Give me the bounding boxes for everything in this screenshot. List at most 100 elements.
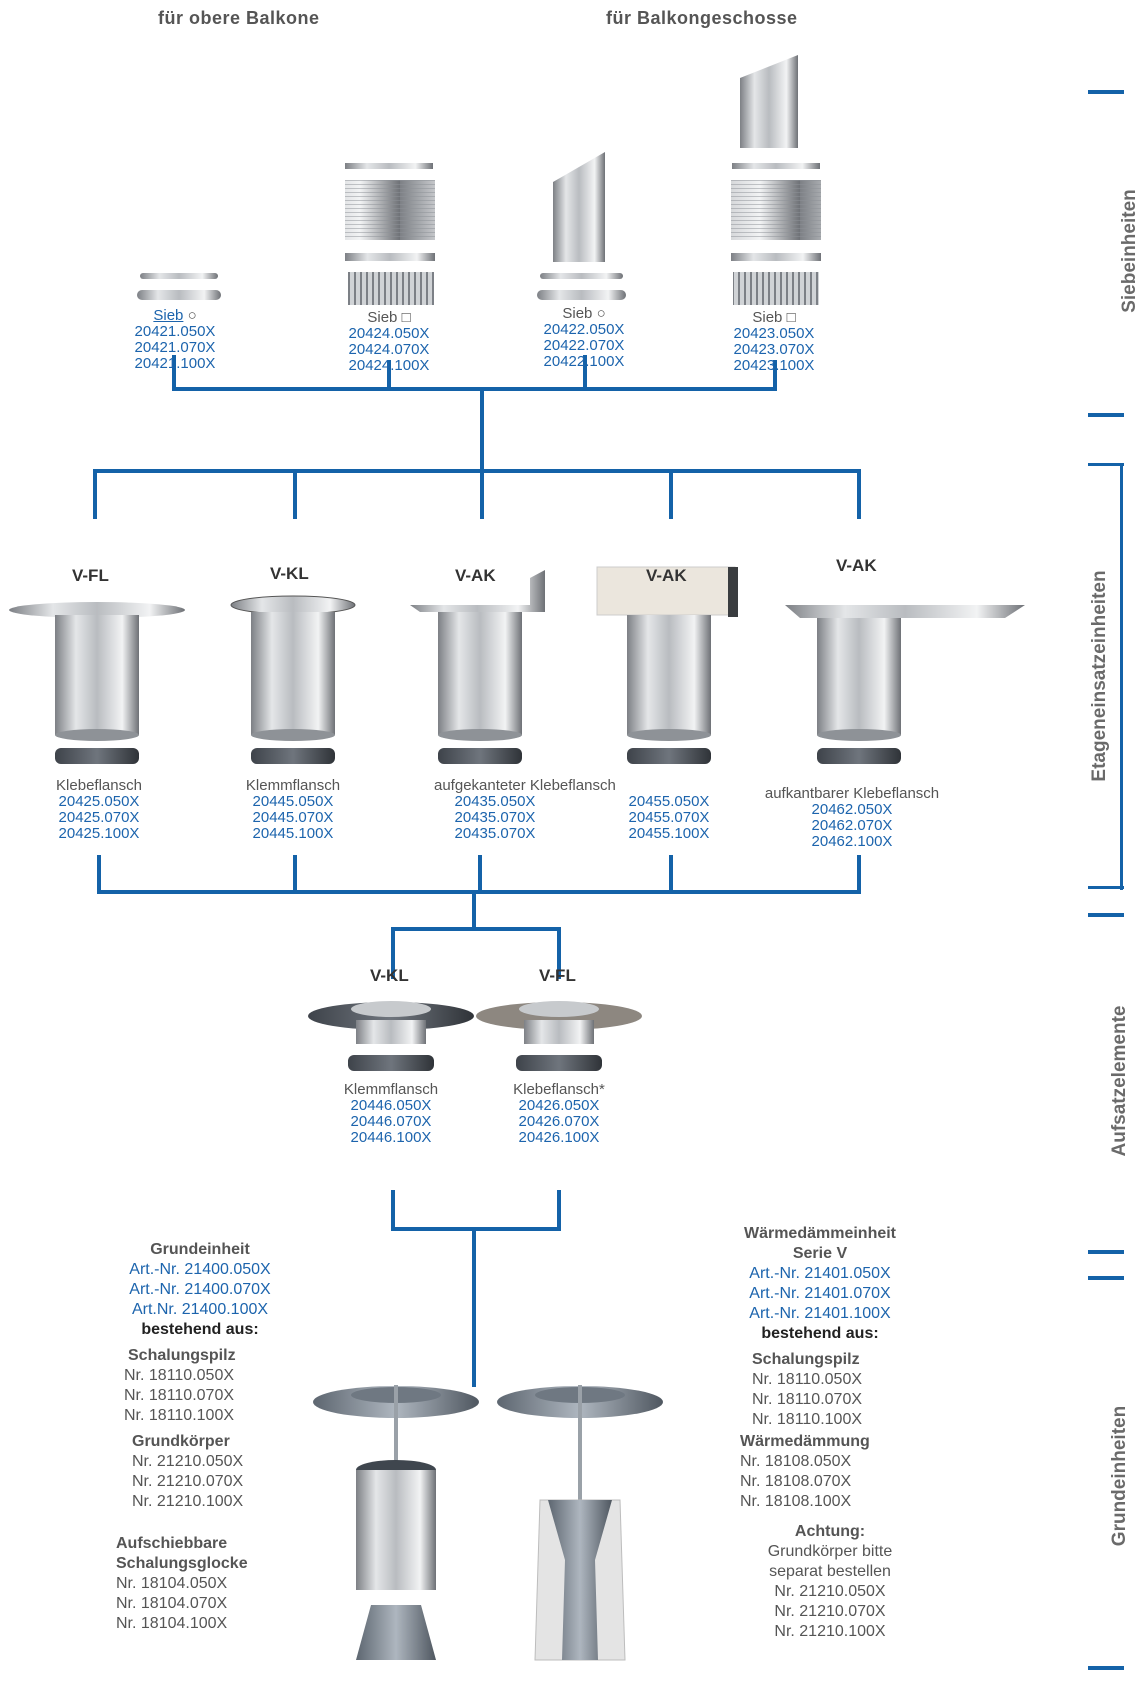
square-shape-icon: □ — [786, 309, 796, 326]
side-label-siebeinheiten: Siebeinheiten — [1119, 189, 1136, 313]
grundeinheit-art: Art.-Nr. 21400.050X — [129, 1261, 271, 1278]
aufsatz-1-name: Klemmflansch — [343, 1081, 439, 1098]
header-upper-balconies: für obere Balkone — [158, 8, 320, 28]
grund-part-nr: Nr. 18110.070X — [124, 1387, 235, 1404]
etage-3-illustration — [410, 570, 545, 764]
etage-1-model: V-FL — [72, 566, 109, 585]
etage-4-code: 20455.050X — [628, 793, 710, 810]
side-label-etageneinsatzeinheiten: Etageneinsatzeinheiten — [1089, 570, 1110, 782]
etage-2-model: V-KL — [270, 564, 309, 583]
grundeinheit-block: Grundeinheit Art.-Nr. 21400.050X Art.-Nr… — [100, 1240, 300, 1340]
etage-3-code: 20435.070X — [454, 825, 536, 842]
etage-3-code: 20435.050X — [454, 793, 536, 810]
waerme-bestehend: bestehend aus: — [761, 1325, 879, 1342]
aufsatz-1-codes: Klemmflansch 20446.050X 20446.070X 20446… — [328, 1082, 454, 1146]
waerme-art: Art.-Nr. 21401.050X — [749, 1265, 891, 1282]
waerme-note-line: Nr. 21210.050X — [774, 1583, 886, 1600]
sieb-2-codes: Sieb □ 20424.050X 20424.070X 20424.100X — [326, 310, 452, 374]
etage-2-code: 20445.100X — [252, 825, 334, 842]
waerme-part-name: Wärmedämmung — [740, 1433, 870, 1450]
grund-part-nr: Nr. 18104.050X — [116, 1575, 228, 1592]
connector — [480, 469, 484, 519]
connector — [669, 855, 673, 893]
etage-1-code: 20425.050X — [58, 793, 140, 810]
connector — [93, 469, 97, 519]
grund-part-name: Aufschiebbare — [116, 1535, 228, 1552]
etage-5-code: 20462.070X — [811, 817, 893, 834]
waerme-part-nr: Nr. 18108.070X — [740, 1473, 852, 1490]
waerme-part-nr: Nr. 18110.050X — [752, 1371, 863, 1388]
waerme-part-nr: Nr. 18110.070X — [752, 1391, 863, 1408]
grund-part-name: Grundkörper — [132, 1433, 230, 1450]
aufsatz-2-model: V-FL — [539, 966, 576, 985]
sieb-4-codes: Sieb □ 20423.050X 20423.070X 20423.100X — [711, 310, 837, 374]
etage-3-codes: 20435.050X 20435.070X 20435.070X — [432, 794, 558, 842]
connector — [472, 890, 476, 930]
etage-1-code: 20425.070X — [58, 809, 140, 826]
connector — [773, 360, 777, 390]
etage-5-codes: aufkantbarer Klebeflansch 20462.050X 204… — [736, 786, 968, 850]
connector — [391, 927, 561, 931]
aufsatz-2-name: Klebeflansch* — [513, 1081, 605, 1098]
waerme-part-1: Schalungspilz Nr. 18110.050X Nr. 18110.0… — [752, 1350, 902, 1430]
waerme-note-line: Nr. 21210.070X — [774, 1603, 886, 1620]
sieb-4-code: 20423.050X — [733, 325, 815, 342]
grund-part-nr: Nr. 18110.100X — [124, 1407, 235, 1424]
aufsatz-2-code: 20426.070X — [518, 1113, 600, 1130]
etage-3-code: 20435.070X — [454, 809, 536, 826]
grundeinheit-title: Grundeinheit — [150, 1241, 250, 1258]
sieb-1-code: 20421.100X — [134, 355, 216, 372]
etage-1-illustration — [9, 602, 185, 764]
grund-part-nr: Nr. 21210.100X — [132, 1493, 244, 1510]
connector-lines — [93, 355, 861, 1387]
connector — [480, 387, 484, 472]
header-balcony-floors: für Balkongeschosse — [606, 8, 798, 28]
waermedaemmeinheit-illustration — [497, 1385, 663, 1661]
circle-shape-icon: ○ — [187, 307, 197, 324]
sieb-2-code: 20424.050X — [348, 325, 430, 342]
grundeinheit-illustration — [313, 1385, 479, 1660]
aufsatz-2-codes: Klebeflansch* 20426.050X 20426.070X 2042… — [496, 1082, 622, 1146]
sieb-1-code: 20421.070X — [134, 339, 216, 356]
etage-2-code: 20445.050X — [252, 793, 334, 810]
etage-4-codes: 20455.050X 20455.070X 20455.100X — [606, 794, 732, 842]
etage-4-illustration — [596, 566, 738, 764]
waerme-part-name: Schalungspilz — [752, 1351, 860, 1368]
sieb-4-code: 20423.100X — [733, 357, 815, 374]
connector — [93, 469, 860, 473]
waerme-art: Art.-Nr. 21401.070X — [749, 1285, 891, 1302]
grund-part-nr: Nr. 18110.050X — [124, 1367, 235, 1384]
connector — [97, 855, 101, 893]
grund-part-nr: Nr. 21210.070X — [132, 1473, 244, 1490]
etage-5-name: aufkantbarer Klebeflansch — [764, 785, 940, 802]
sieb-1-illustration — [137, 273, 221, 300]
etage-1-code: 20425.100X — [58, 825, 140, 842]
sieb-4-illustration — [731, 55, 821, 305]
etage-4-model: V-AK — [646, 566, 687, 585]
etage-4-code: 20455.070X — [628, 809, 710, 826]
square-shape-icon: □ — [401, 309, 411, 326]
waerme-note-line: separat bestellen — [769, 1563, 891, 1580]
sieb-3-code: 20422.050X — [543, 321, 625, 338]
grund-part-nr: Nr. 21210.050X — [132, 1453, 244, 1470]
sieb-4-code: 20423.070X — [733, 341, 815, 358]
waerme-title: Wärmedämmeinheit — [743, 1225, 897, 1242]
etage-2-codes: Klemmflansch 20445.050X 20445.070X 20445… — [230, 778, 356, 842]
aufsatz-2-illustration — [476, 1001, 642, 1071]
side-label-grundeinheiten: Grundeinheiten — [1109, 1405, 1130, 1547]
grund-part-3: Aufschiebbare Schalungsglocke Nr. 18104.… — [116, 1534, 296, 1634]
side-label-aufsatzelemente: Aufsatzelemente — [1109, 1005, 1130, 1157]
sieb-1-link[interactable]: Sieb — [153, 307, 184, 324]
waerme-part-nr: Nr. 18110.100X — [752, 1411, 863, 1428]
aufsatz-1-code: 20446.070X — [350, 1113, 432, 1130]
connector — [391, 927, 395, 979]
connector — [857, 855, 861, 893]
etage-5-code: 20462.100X — [811, 833, 893, 850]
connector — [478, 855, 482, 893]
waerme-subtitle: Serie V — [792, 1245, 848, 1262]
waerme-note-line: Nr. 21210.100X — [774, 1623, 886, 1640]
connector — [97, 890, 861, 894]
aufsatz-1-model: V-KL — [370, 966, 409, 985]
sieb-4-label: Sieb — [752, 309, 783, 326]
grund-part-nr: Nr. 18104.070X — [116, 1595, 228, 1612]
